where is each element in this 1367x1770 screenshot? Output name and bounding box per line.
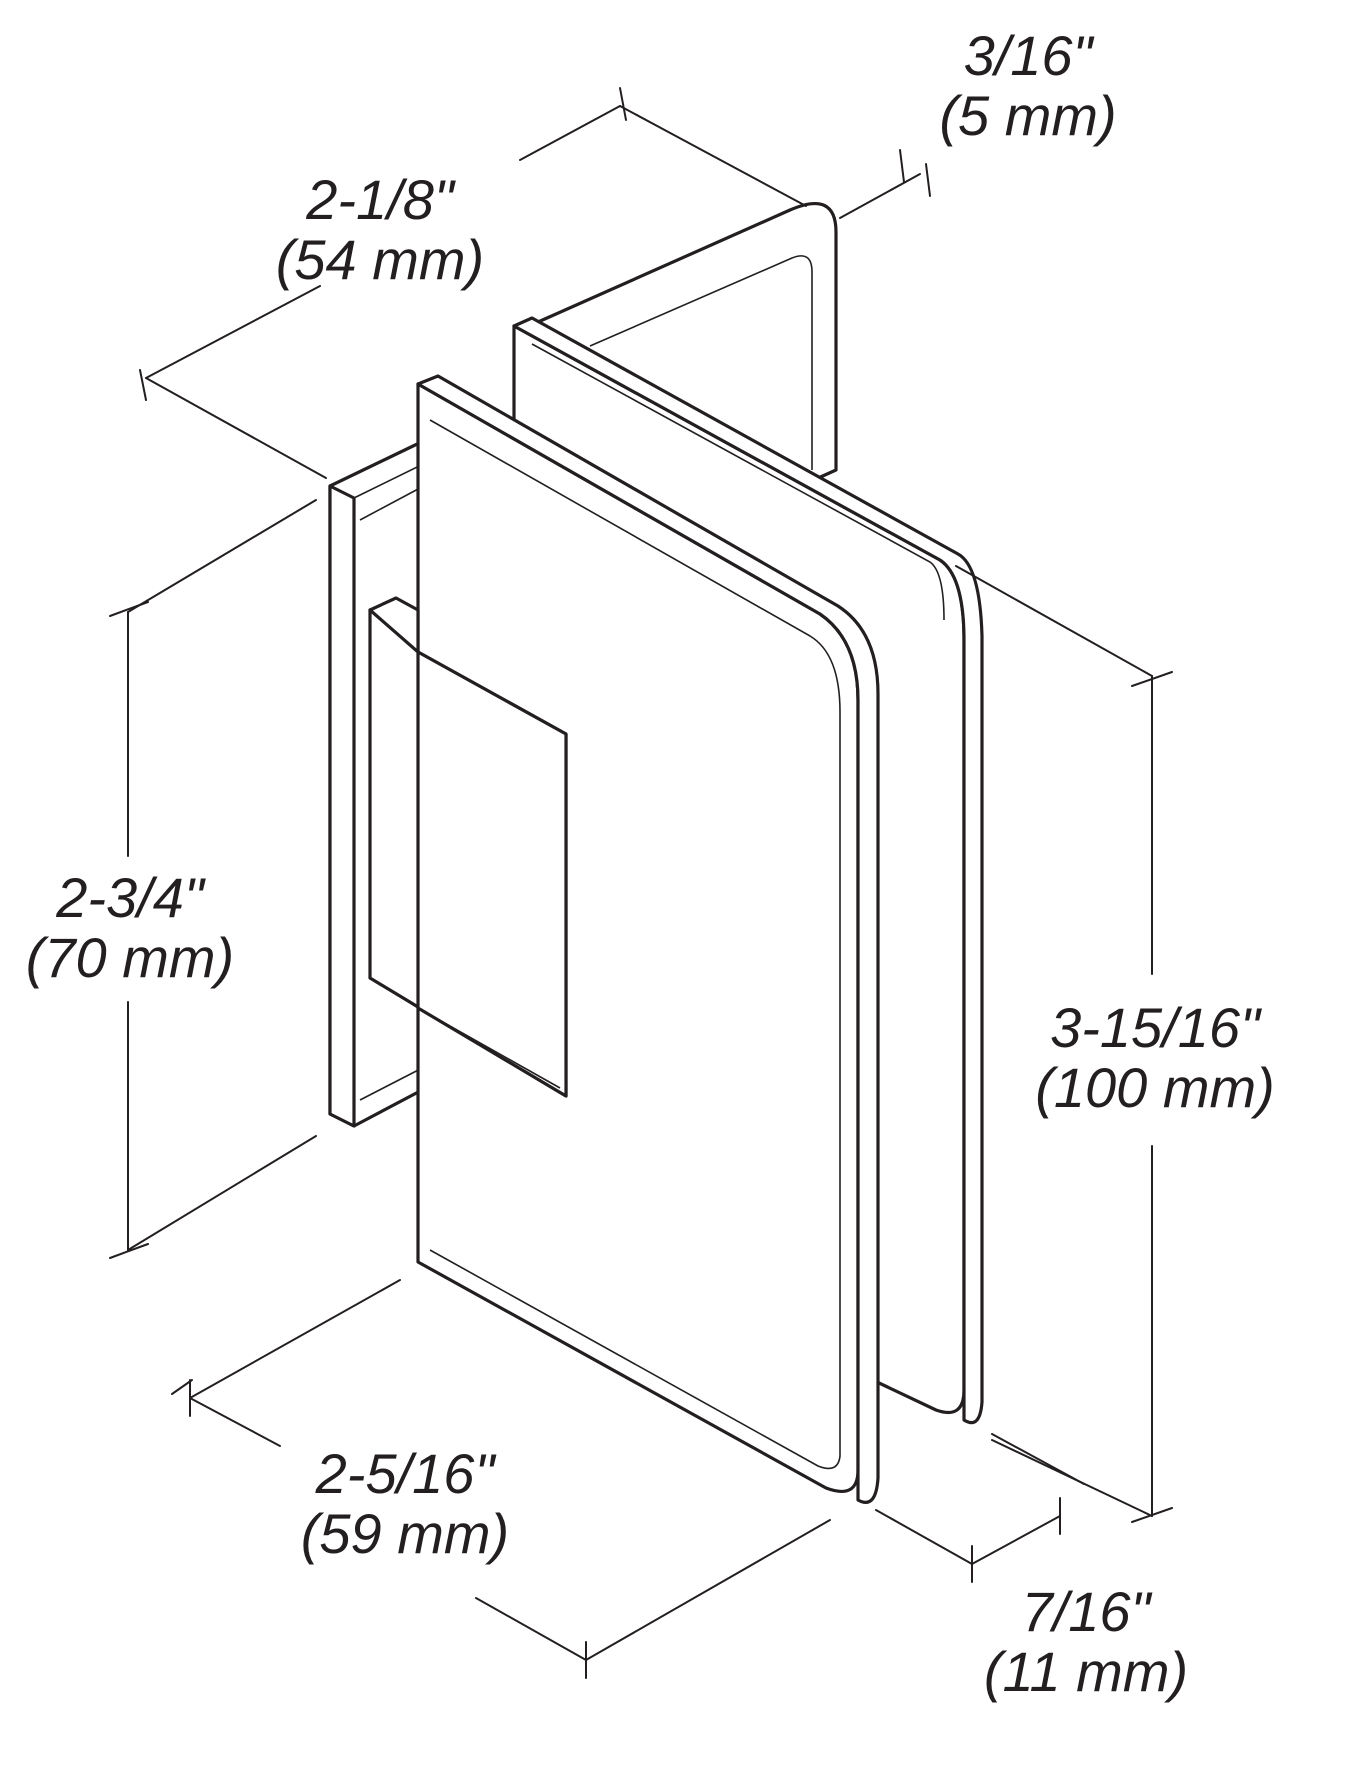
label-depth-top: 2-1/8" (54 mm) bbox=[250, 170, 510, 290]
label-width-bottom: 2-5/16" (59 mm) bbox=[280, 1444, 530, 1564]
dimension-line-height-left bbox=[109, 499, 317, 1259]
dimension-line-depth bbox=[139, 87, 807, 479]
label-height-left-imperial: 2-3/4" bbox=[56, 866, 204, 929]
label-thickness-back: 3/16" (5 mm) bbox=[908, 26, 1148, 146]
dimension-line-width-bottom bbox=[171, 1279, 831, 1679]
label-depth-top-imperial: 2-1/8" bbox=[306, 168, 454, 231]
hinge-knuckle bbox=[368, 596, 568, 1098]
label-thickness-front-imperial: 7/16" bbox=[1021, 1580, 1151, 1643]
label-width-bottom-imperial: 2-5/16" bbox=[315, 1442, 495, 1505]
label-depth-top-metric: (54 mm) bbox=[275, 228, 485, 291]
front-clamp-plate bbox=[416, 374, 880, 1504]
label-thickness-front-metric: (11 mm) bbox=[983, 1640, 1189, 1703]
label-height-right-metric: (100 mm) bbox=[1035, 1056, 1275, 1119]
label-height-left: 2-3/4" (70 mm) bbox=[10, 868, 250, 988]
label-width-bottom-metric: (59 mm) bbox=[300, 1502, 510, 1565]
label-height-right-imperial: 3-15/16" bbox=[1050, 996, 1260, 1059]
label-thickness-front: 7/16" (11 mm) bbox=[966, 1582, 1206, 1702]
dimension-line-thickness-back bbox=[839, 149, 931, 219]
label-height-right: 3-15/16" (100 mm) bbox=[1020, 998, 1290, 1118]
label-thickness-back-imperial: 3/16" bbox=[963, 24, 1093, 87]
label-height-left-metric: (70 mm) bbox=[25, 926, 235, 989]
label-thickness-back-metric: (5 mm) bbox=[939, 84, 1117, 147]
dimension-line-thickness-front bbox=[875, 1433, 1085, 1583]
